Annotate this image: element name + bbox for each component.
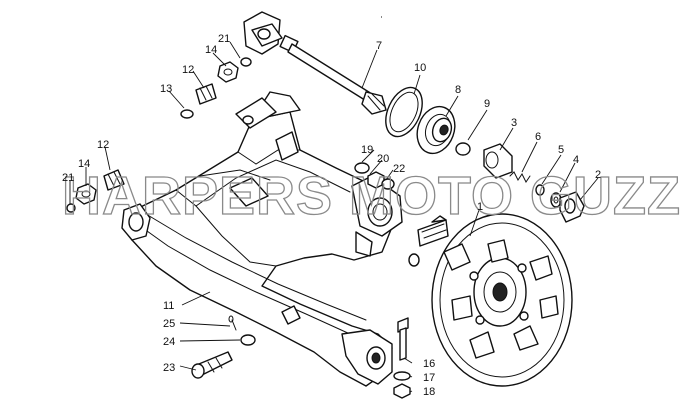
washer bbox=[180, 109, 194, 119]
callout-19: 19 bbox=[361, 144, 373, 156]
callout-14-lower: 14 bbox=[78, 158, 90, 170]
nut-upper bbox=[217, 61, 239, 83]
hub-spacer bbox=[559, 191, 585, 223]
callout-labels: 7 10 8 9 3 6 5 4 2 1 21 14 12 13 12 14 2… bbox=[62, 33, 601, 398]
bevel-gear bbox=[416, 105, 456, 155]
callout-21-lower: 21 bbox=[62, 172, 74, 184]
wheel-hub-assembly bbox=[408, 213, 573, 387]
cotter-pin bbox=[228, 315, 237, 331]
washer bbox=[354, 162, 370, 174]
callout-6: 6 bbox=[535, 131, 541, 143]
callout-11: 11 bbox=[163, 300, 174, 312]
washer bbox=[535, 184, 545, 196]
callout-22: 22 bbox=[393, 163, 405, 175]
callout-18: 18 bbox=[423, 386, 435, 398]
drive-shaft bbox=[243, 11, 387, 115]
callout-7: 7 bbox=[376, 40, 382, 52]
pivot-pin bbox=[191, 351, 233, 379]
callout-5: 5 bbox=[558, 144, 564, 156]
callout-17: 17 bbox=[423, 372, 435, 384]
callout-25: 25 bbox=[163, 318, 175, 330]
callout-24: 24 bbox=[163, 336, 175, 348]
callout-8: 8 bbox=[455, 84, 461, 96]
callout-23: 23 bbox=[163, 362, 175, 374]
callout-4: 4 bbox=[573, 154, 579, 166]
washer bbox=[66, 203, 76, 213]
circlip bbox=[385, 86, 423, 138]
callout-20: 20 bbox=[377, 153, 389, 165]
callout-21-upper: 21 bbox=[218, 33, 230, 45]
washer bbox=[240, 334, 256, 346]
callout-14-upper: 14 bbox=[205, 44, 217, 56]
swing-arm bbox=[121, 91, 403, 387]
nut bbox=[393, 383, 411, 399]
pivot-bolt-lower bbox=[103, 169, 125, 191]
bolt bbox=[397, 317, 409, 361]
callout-9: 9 bbox=[484, 98, 490, 110]
callout-3: 3 bbox=[511, 117, 517, 129]
washer bbox=[240, 57, 252, 67]
leader-lines bbox=[69, 16, 599, 393]
callout-2: 2 bbox=[595, 169, 601, 181]
washer bbox=[381, 178, 395, 190]
callout-12-upper: 12 bbox=[182, 64, 194, 76]
bush bbox=[483, 143, 513, 179]
callout-10: 10 bbox=[414, 62, 426, 74]
nut-lower bbox=[75, 183, 97, 205]
callout-12-lower: 12 bbox=[97, 139, 109, 151]
spring bbox=[509, 171, 531, 183]
pivot-bolt-upper bbox=[195, 83, 217, 105]
seal-ring bbox=[455, 142, 471, 156]
callout-16: 16 bbox=[423, 358, 435, 370]
callout-13: 13 bbox=[160, 83, 172, 95]
callout-1: 1 bbox=[477, 201, 483, 213]
washer bbox=[393, 371, 411, 381]
watermark-text: HARPERS MOTO GUZZI© bbox=[62, 166, 680, 226]
